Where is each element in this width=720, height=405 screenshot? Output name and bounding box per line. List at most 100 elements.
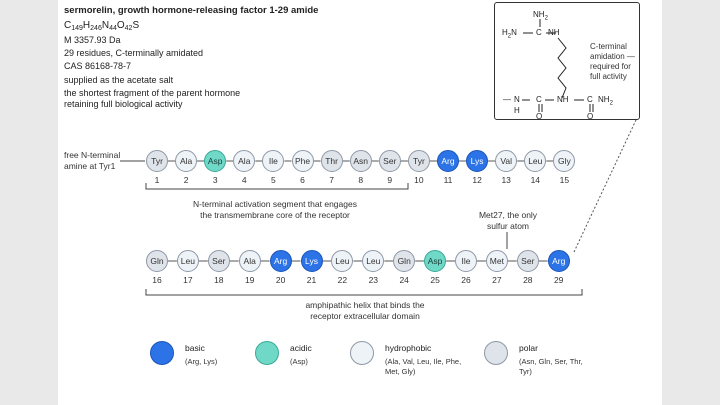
residue-number-12: 12 xyxy=(472,175,482,185)
residue-count: 29 residues, C-terminally amidated xyxy=(64,48,204,58)
residue-25: Asp xyxy=(424,250,447,272)
legend-detail-polar: (Asn, Gln, Ser, Thr, xyxy=(519,357,583,366)
residue-number-28: 28 xyxy=(523,275,533,285)
amide-nh2: NH2 xyxy=(598,95,613,107)
backbone-o1: O xyxy=(536,112,543,121)
zoom-connector-dotted xyxy=(573,119,637,253)
segment2-bracket xyxy=(145,289,583,296)
residue-21: Lys xyxy=(300,250,323,272)
residue-number-4: 4 xyxy=(241,175,247,185)
residue-number-3: 3 xyxy=(212,175,218,185)
residue-number-7: 7 xyxy=(329,175,334,185)
residue-8: Asn xyxy=(349,150,372,172)
guanidino-carbon: C xyxy=(536,28,542,37)
residue-number-27: 27 xyxy=(492,275,502,285)
legend-detail-hydrophobic: (Ala, Val, Leu, Ile, Phe, xyxy=(385,357,462,366)
salt-form: supplied as the acetate salt xyxy=(64,75,174,85)
residue-23: Leu xyxy=(362,250,385,272)
legend-swatch-polar xyxy=(484,341,508,365)
residue-24: Gln xyxy=(393,250,416,272)
guanidino-nh2-top: NH2 xyxy=(533,10,548,22)
residue-number-17: 17 xyxy=(183,275,193,285)
legend-detail-polar: Tyr) xyxy=(519,367,532,376)
amide-carbon: C xyxy=(587,95,593,104)
residue-19: Ala xyxy=(238,250,261,272)
residue-number-24: 24 xyxy=(399,275,409,285)
met27-label: Met27, the only sulfur atom xyxy=(478,210,538,231)
legend-detail-basic: (Arg, Lys) xyxy=(185,357,218,366)
residue-13: Val xyxy=(495,150,518,172)
residue-number-6: 6 xyxy=(300,175,305,185)
legend-swatch-acidic xyxy=(255,341,279,365)
legend-detail-hydrophobic: Met, Gly) xyxy=(385,367,416,376)
residue-29: Arg xyxy=(547,250,570,272)
residue-14: Leu xyxy=(524,150,547,172)
residue-number-26: 26 xyxy=(461,275,471,285)
backbone-n: N xyxy=(514,95,520,104)
legend-label-acidic: acidic xyxy=(290,343,312,353)
fragment-note-line2: retaining full biological activity xyxy=(64,99,183,109)
residue-number-22: 22 xyxy=(337,275,348,285)
legend-detail-acidic: (Asp) xyxy=(290,357,308,366)
residue-number-1: 1 xyxy=(154,175,160,185)
residue-number-21: 21 xyxy=(306,275,317,285)
backbone-nh: NH xyxy=(557,95,569,104)
backbone-dash-left: — xyxy=(503,95,511,104)
cas-number: CAS 86168-78-7 xyxy=(64,61,132,71)
legend-label-basic: basic xyxy=(185,343,205,353)
residue-28: Ser xyxy=(516,250,539,272)
fragment-note-line1: the shortest fragment of the parent horm… xyxy=(64,88,241,98)
residue-10: Tyr xyxy=(407,150,430,172)
backbone-h: H xyxy=(514,106,520,115)
residue-number-16: 16 xyxy=(152,275,162,285)
segment1-bracket xyxy=(145,183,409,190)
residue-12: Lys xyxy=(466,150,489,172)
residue-number-14: 14 xyxy=(530,175,541,185)
molecular-mass: M 3357.93 Da xyxy=(64,35,121,45)
residue-11: Arg xyxy=(437,150,459,172)
residue-number-25: 25 xyxy=(430,275,440,285)
residue-3: Asp xyxy=(204,150,227,172)
backbone-c1: C xyxy=(536,95,542,104)
bond-side-chain xyxy=(557,37,567,99)
guanidino-nh: NH xyxy=(548,28,560,37)
residue-number-19: 19 xyxy=(244,275,255,285)
residue-number-8: 8 xyxy=(358,175,364,185)
residue-22: Leu xyxy=(331,250,354,272)
residue-number-9: 9 xyxy=(387,175,393,185)
peptide-title: sermorelin, growth hormone-releasing fac… xyxy=(64,5,319,16)
residue-1: Tyr xyxy=(146,150,168,172)
legend-swatch-basic xyxy=(150,341,174,365)
molecular-formula: C149H246N44O42S xyxy=(64,20,140,32)
residue-9: Ser xyxy=(378,150,401,172)
guanidino-h2n: H2N xyxy=(502,28,517,40)
residue-number-11: 11 xyxy=(443,175,453,185)
c-terminal-zoom-box xyxy=(494,2,640,120)
residue-number-5: 5 xyxy=(271,175,276,185)
residue-number-20: 20 xyxy=(275,275,286,285)
residue-4: Ala xyxy=(233,150,256,172)
legend-label-hydrophobic: hydrophobic xyxy=(385,343,432,353)
residue-number-13: 13 xyxy=(501,175,511,185)
residue-number-29: 29 xyxy=(553,275,564,285)
residue-20: Arg xyxy=(269,250,292,272)
segment2-label: amphipathic helix that binds the recepto… xyxy=(305,300,425,321)
residue-number-18: 18 xyxy=(214,275,224,285)
residue-number-10: 10 xyxy=(414,175,424,185)
residue-16: Gln xyxy=(146,250,168,272)
amide-oxygen: O xyxy=(587,112,594,121)
c-terminal-amidation-note: C-terminal amidation — required for full… xyxy=(590,42,635,81)
segment1-label: N-terminal activation segment that engag… xyxy=(193,199,357,220)
residue-number-15: 15 xyxy=(559,175,570,185)
residue-number-2: 2 xyxy=(183,175,189,185)
residue-18: Ser xyxy=(207,250,230,272)
n-terminal-label: free N-terminal amine at Tyr1 xyxy=(64,150,121,171)
residue-15: Gly xyxy=(553,150,576,172)
legend-label-polar: polar xyxy=(519,343,538,353)
legend-swatch-hydrophobic xyxy=(350,341,374,365)
residue-number-23: 23 xyxy=(368,275,379,285)
residue-6: Phe xyxy=(291,150,314,172)
